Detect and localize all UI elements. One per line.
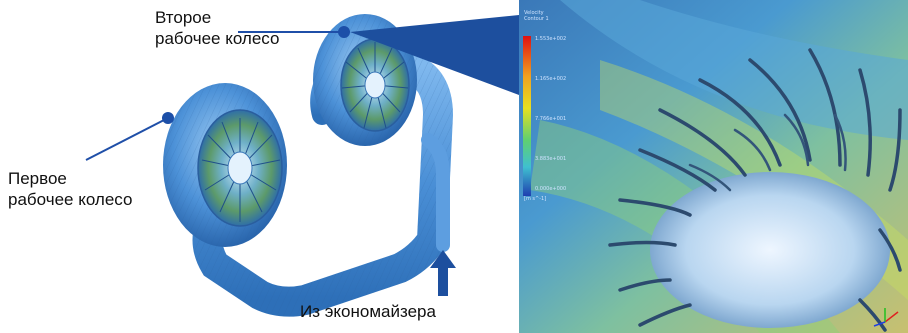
legend-value: 3.883e+001 [535,156,567,162]
legend-color-bar [523,36,531,196]
callout-second-wheel [238,15,519,95]
legend-value: 0.000e+000 [535,186,567,192]
up-arrow-icon [430,250,456,296]
impeller-hub-section [650,172,890,328]
velocity-legend: Velocity Contour 1 1.553e+002 1.165e+002… [523,10,593,202]
callout-first-wheel [85,112,174,161]
cfd-velocity-panel [519,0,908,333]
axis-triad-icon [873,308,899,327]
first-wheel-label: Первое рабочее колесо [8,169,133,209]
second-wheel-label: Второе рабочее колесо [155,8,280,48]
legend-value: 1.553e+002 [535,36,567,42]
callout-dot-icon [338,26,350,38]
impeller-blade-sections [608,48,902,332]
legend-unit: [m s^-1] [524,196,547,202]
legend-header: Velocity Contour 1 [524,10,549,22]
legend-value: 7.766e+001 [535,116,567,122]
economizer-inlet-pipe [421,133,450,252]
compressor-model [163,14,454,317]
legend-value: 1.165e+002 [535,76,567,82]
callout-dot-icon [162,112,174,124]
economizer-label: Из экономайзера [300,302,436,321]
zoom-wedge [350,15,519,95]
